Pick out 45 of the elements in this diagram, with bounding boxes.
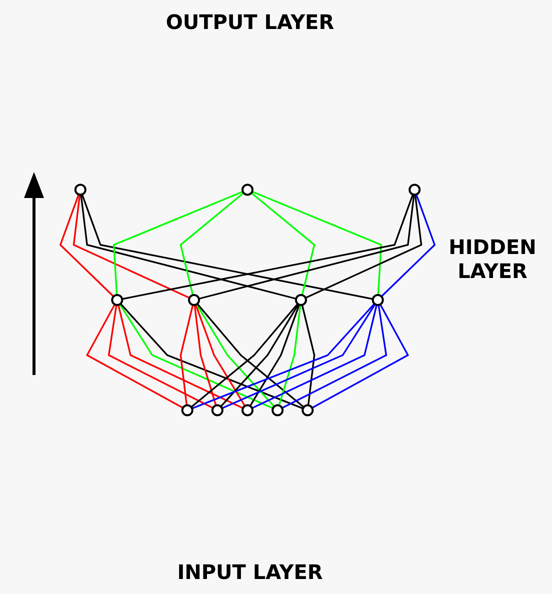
- connector: [59, 194, 114, 298]
- layer-label: OUTPUT LAYER: [164, 10, 336, 34]
- connector: [194, 304, 246, 406]
- connector: [120, 303, 304, 410]
- connector: [86, 304, 184, 409]
- node-circle: [372, 294, 384, 306]
- connector: [192, 303, 376, 410]
- connector: [250, 192, 316, 296]
- connector: [222, 304, 376, 410]
- connector: [220, 304, 300, 408]
- connector: [198, 194, 415, 300]
- connector: [122, 194, 414, 300]
- connector: [252, 190, 382, 296]
- connector: [305, 194, 422, 299]
- connector: [196, 304, 275, 408]
- connector: [249, 304, 300, 406]
- node-circle: [188, 294, 200, 306]
- connector: [80, 194, 296, 300]
- node-circle: [408, 184, 421, 196]
- layer-label: INPUT LAYER: [176, 560, 324, 584]
- connector: [81, 194, 374, 300]
- connector: [194, 304, 217, 406]
- connector: [278, 304, 302, 406]
- connector: [180, 192, 244, 296]
- connector: [252, 304, 378, 409]
- node-circle: [294, 294, 307, 306]
- connector: [180, 304, 194, 406]
- connector: [72, 194, 190, 299]
- connector: [282, 304, 388, 409]
- node-circle: [241, 404, 254, 416]
- connector: [380, 194, 436, 298]
- layer-label: HIDDEN LAYER: [448, 235, 538, 283]
- node-circle: [272, 404, 284, 416]
- connector: [119, 304, 274, 410]
- node-circle: [241, 184, 254, 196]
- connector: [112, 190, 244, 296]
- node-circle: [211, 404, 224, 416]
- connector: [301, 304, 316, 406]
- node-circle: [74, 184, 86, 196]
- node-circle: [111, 294, 124, 306]
- node-circle: [181, 404, 194, 416]
- connector: [312, 304, 410, 409]
- node-circle: [302, 404, 314, 416]
- connector: [108, 304, 214, 409]
- connector: [118, 304, 244, 409]
